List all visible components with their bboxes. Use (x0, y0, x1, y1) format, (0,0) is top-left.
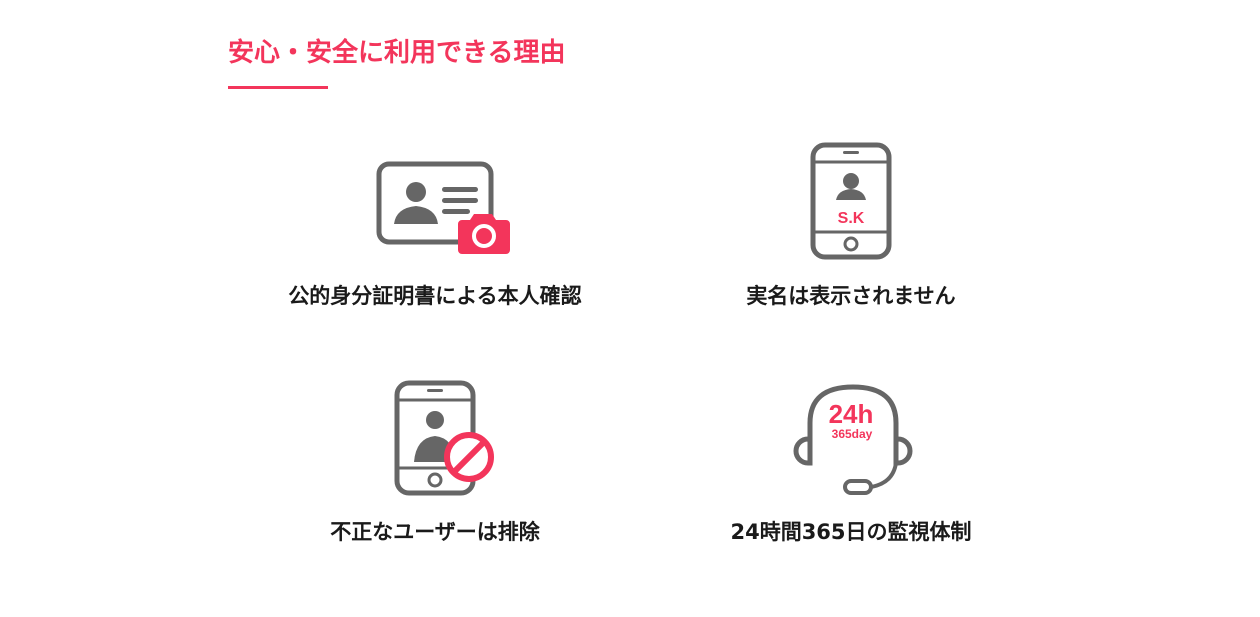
headset-24h-icon: 24h 365day (793, 384, 913, 495)
initials-text: S.K (838, 210, 865, 227)
feature-label-24h-monitoring: 24時間365日の監視体制 (730, 520, 972, 544)
feature-label-fraud-exclusion: 不正なユーザーは排除 (330, 520, 540, 544)
badge-24h: 24h (829, 399, 874, 429)
phone-initials-icon: S.K (810, 142, 892, 260)
section-title: 安心・安全に利用できる理由 (228, 38, 566, 68)
phone-prohibited-icon (394, 380, 494, 496)
feature-label-id-verification: 公的身分証明書による本人確認 (288, 284, 582, 308)
id-card-camera-icon (376, 161, 510, 254)
feature-label-real-name-hidden: 実名は表示されません (746, 284, 956, 308)
badge-365day: 365day (832, 427, 873, 441)
title-underline (228, 86, 328, 89)
